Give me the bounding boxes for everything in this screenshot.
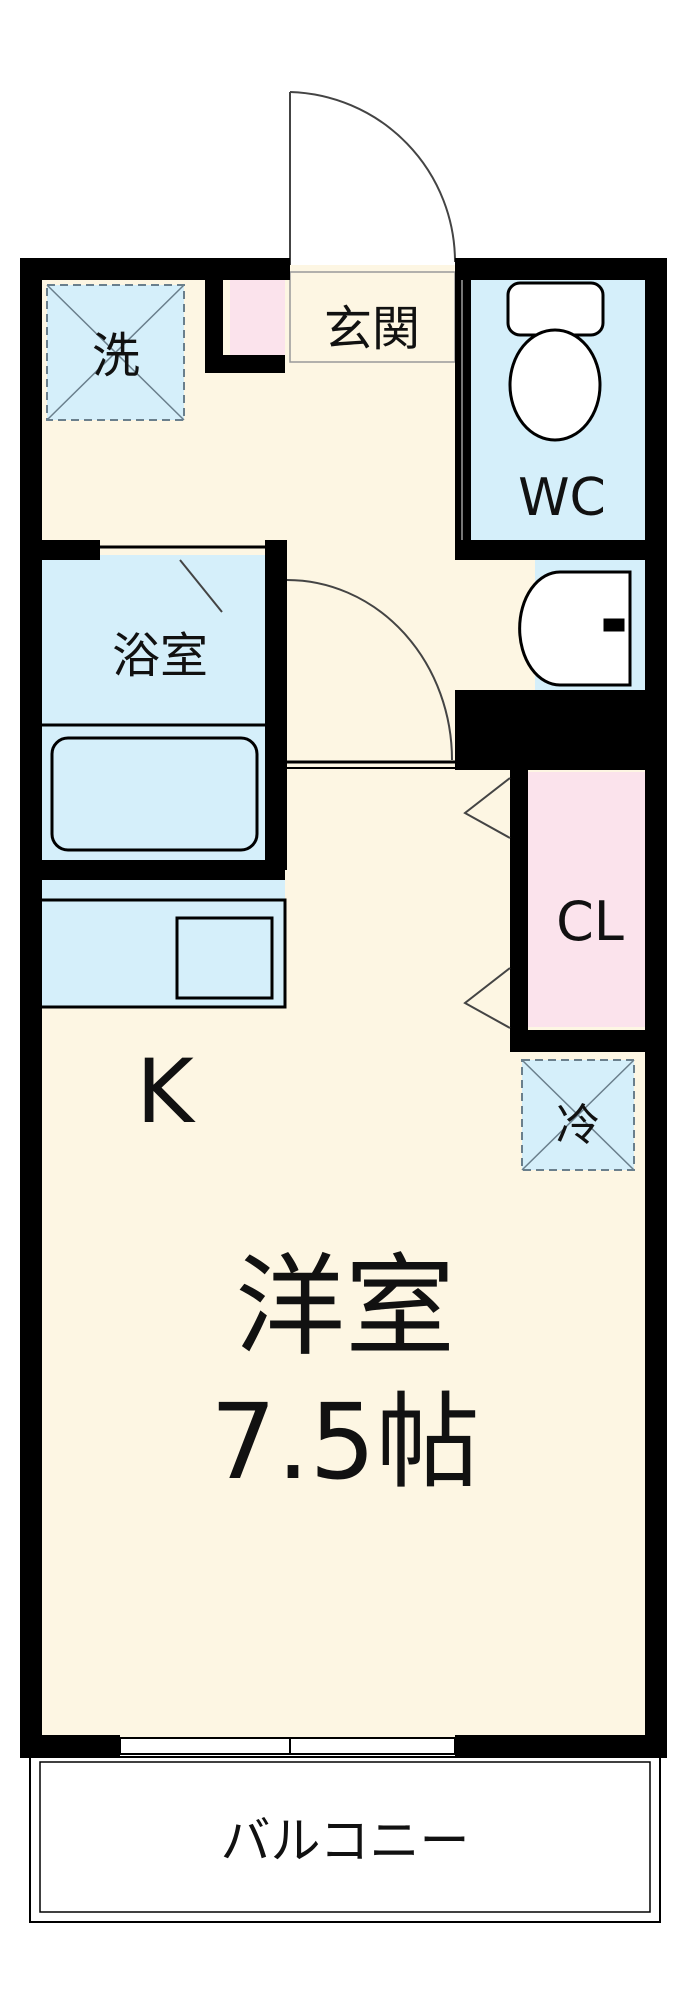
closet-label: CL	[556, 890, 624, 953]
entrance-label: 玄関	[324, 301, 420, 357]
shoe-box	[230, 272, 285, 362]
balcony-window	[119, 1737, 456, 1755]
washer-label: 洗	[92, 328, 140, 384]
western-room-size: 7.5帖	[210, 1381, 479, 1503]
toilet-fixture	[506, 281, 605, 442]
fridge-cross-b	[521, 1059, 635, 1171]
bath-label: 浴室	[112, 628, 208, 684]
western-room-label: 洋室	[235, 1243, 455, 1371]
balcony	[29, 1756, 661, 1923]
washbasin-fixture	[518, 570, 632, 687]
closet-door-bottom	[463, 967, 511, 1029]
kitchen-sink	[38, 898, 287, 1009]
toilet-label: WC	[518, 468, 606, 528]
kitchen-label: K	[136, 1040, 196, 1143]
kitchen-basin	[175, 916, 274, 1000]
entry-door-swing	[289, 91, 456, 263]
fridge-label: 冷	[556, 1100, 600, 1151]
closet-door-top	[463, 777, 511, 839]
closet-area	[525, 772, 650, 1027]
hall-door-swing	[286, 579, 453, 761]
bath-door-diagonal	[179, 559, 223, 613]
walls	[20, 258, 667, 1758]
entrance-area	[289, 271, 456, 363]
bathtub	[50, 736, 259, 852]
balcony-inner	[39, 1761, 651, 1913]
washer-cross-b	[46, 284, 185, 421]
balcony-label: バルコニー	[221, 1812, 470, 1870]
